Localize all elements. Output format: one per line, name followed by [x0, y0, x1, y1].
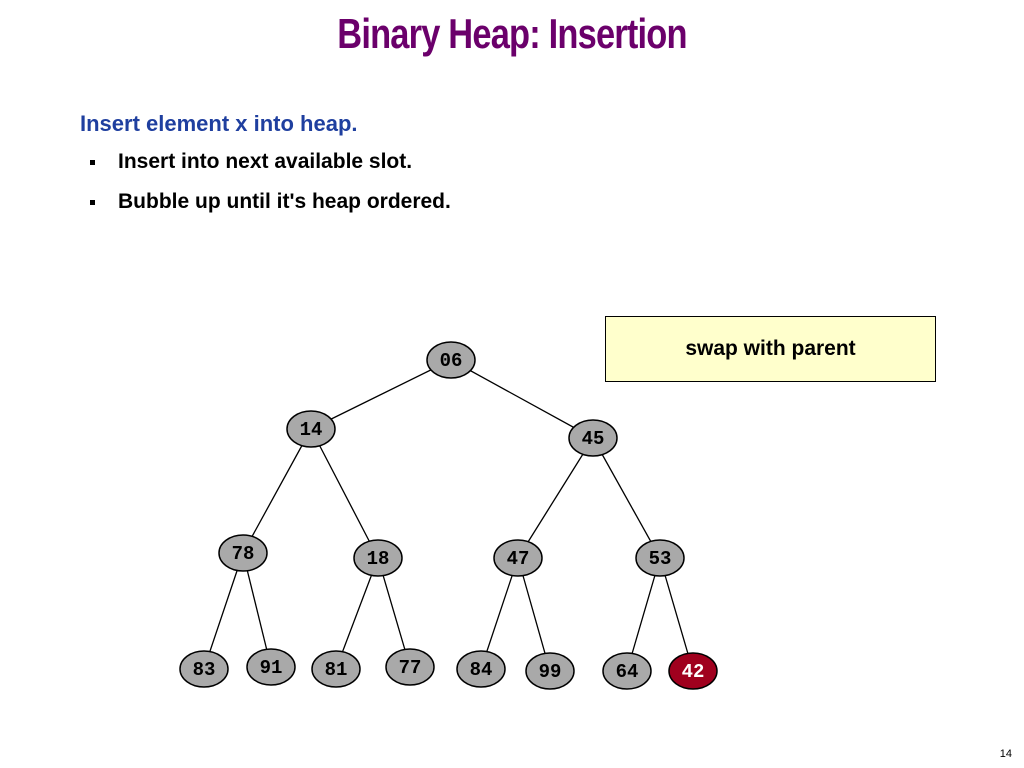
- heap-node: 81: [311, 650, 361, 688]
- bullet-text: Bubble up until it's heap ordered.: [118, 190, 451, 213]
- tree-edge: [592, 437, 661, 559]
- heap-node-label: 06: [440, 350, 463, 372]
- heap-node: 83: [179, 650, 229, 688]
- bullet-square-icon: [90, 200, 95, 205]
- heap-node-circle: [311, 650, 361, 688]
- heap-node: 64: [602, 652, 652, 690]
- tree-edge: [517, 557, 551, 672]
- callout-box: swap with parent: [605, 316, 936, 382]
- tree-edge: [517, 437, 594, 559]
- lead-text: Insert element x into heap.: [80, 111, 358, 136]
- heap-node-label: 84: [470, 659, 493, 681]
- heap-node-label: 78: [232, 543, 255, 565]
- heap-node-circle: [218, 534, 268, 572]
- slide-title: Binary Heap: Insertion: [337, 10, 687, 57]
- heap-node-label: 18: [367, 548, 390, 570]
- heap-node-label: 14: [300, 419, 323, 441]
- heap-node-label: 81: [325, 659, 348, 681]
- bullet-item: Bubble up until it's heap ordered.: [88, 188, 451, 228]
- bullet-list: Insert into next available slot. Bubble …: [88, 148, 451, 228]
- heap-node: 06: [426, 341, 476, 379]
- heap-node-label: 64: [616, 661, 639, 683]
- heap-node-label: 91: [260, 657, 283, 679]
- heap-node-circle: [385, 648, 435, 686]
- heap-node-label: 83: [193, 659, 216, 681]
- tree-edge: [310, 359, 452, 430]
- heap-node: 78: [218, 534, 268, 572]
- heap-node-label: 42: [682, 661, 705, 683]
- tree-edge: [242, 552, 272, 668]
- heap-node-circle: [353, 539, 403, 577]
- heap-node-label: 53: [649, 548, 672, 570]
- heap-node-label: 47: [507, 548, 530, 570]
- heap-node: 84: [456, 650, 506, 688]
- tree-edge: [480, 557, 519, 670]
- heap-node-circle: [635, 539, 685, 577]
- heap-node: 42: [668, 652, 718, 690]
- heap-node: 91: [246, 648, 296, 686]
- heap-node-circle: [568, 419, 618, 457]
- tree-edge: [626, 557, 661, 672]
- heap-node-circle: [246, 648, 296, 686]
- tree-nodes: 06 14 45 78 18 47 53 83 91 81 77 84 99 64 42: [179, 341, 718, 690]
- heap-node-circle: [456, 650, 506, 688]
- heap-node: 77: [385, 648, 435, 686]
- heap-node-circle-inserted: [668, 652, 718, 690]
- heap-node-circle: [602, 652, 652, 690]
- tree-edge: [450, 359, 594, 439]
- tree-edges: [203, 359, 694, 672]
- tree-edge: [310, 428, 379, 559]
- bullet-square-icon: [90, 160, 95, 165]
- page-number: 14: [999, 748, 1012, 760]
- heap-node: 45: [568, 419, 618, 457]
- heap-node-circle: [286, 410, 336, 448]
- heap-node: 14: [286, 410, 336, 448]
- tree-edge: [203, 552, 244, 670]
- heap-node: 18: [353, 539, 403, 577]
- heap-node-circle: [426, 341, 476, 379]
- heap-node-label: 77: [399, 657, 422, 679]
- tree-edge: [242, 428, 312, 554]
- bullet-text: Insert into next available slot.: [118, 150, 413, 173]
- tree-edge: [335, 557, 379, 670]
- heap-node-circle: [525, 652, 575, 690]
- heap-node-label: 45: [582, 428, 605, 450]
- heap-node-circle: [493, 539, 543, 577]
- heap-node-label: 99: [539, 661, 562, 683]
- heap-node: 47: [493, 539, 543, 577]
- heap-node: 53: [635, 539, 685, 577]
- bullet-item: Insert into next available slot.: [88, 148, 451, 188]
- callout-text: swap with parent: [685, 337, 856, 360]
- tree-edge: [659, 557, 694, 672]
- heap-node-circle: [179, 650, 229, 688]
- heap-node: 99: [525, 652, 575, 690]
